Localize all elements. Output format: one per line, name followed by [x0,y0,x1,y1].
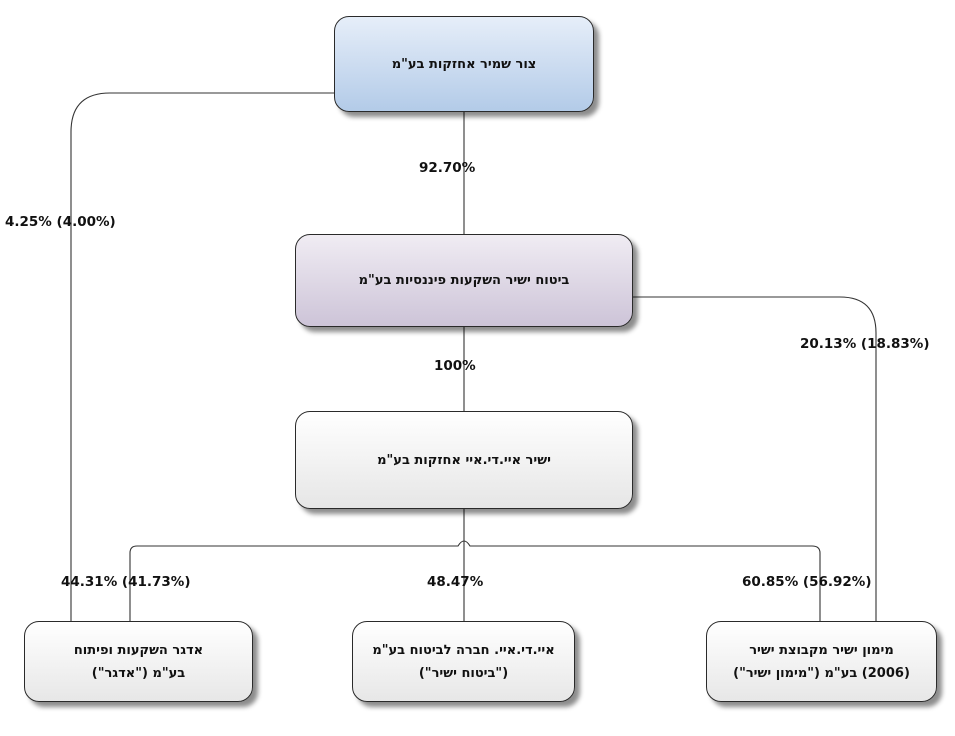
bituach-yashir-investments-label: ביטוח ישיר השקעות פיננסיות בע"מ [358,273,570,288]
tzur-shamir-box: צור שמיר אחזקות בע"מ [334,16,594,112]
yashir-idi-holdings-box: ישיר איי.די.איי אחזקות בע"מ [295,411,633,509]
idi-insurance-box: איי.די.איי. חברה לביטוח בע"מ ("ביטוח ישי… [352,621,575,702]
bituach-yashir-investments-box: ביטוח ישיר השקעות פיננסיות בע"מ [295,234,633,327]
tzur-shamir-label: צור שמיר אחזקות בע"מ [391,56,537,72]
pct-sub-adgar: 44.31% (41.73%) [61,574,191,590]
idi-insurance-label-line2: ("ביטוח ישיר") [418,665,509,681]
mimun-yashir-label-line2: (2006) בע"מ ("מימון ישיר") [733,665,910,681]
adgar-label-line2: בע"מ ("אדגר") [91,665,186,681]
link-top-adgar [70,92,334,621]
pct-top-adgar: 4.25% (4.00%) [5,214,116,230]
pct-mid-mimun: 20.13% (18.83%) [800,336,930,352]
pct-mid-sub: 100% [434,358,476,374]
pct-sub-mimun: 60.85% (56.92%) [742,574,872,590]
pct-top-mid: 92.70% [419,160,476,176]
idi-insurance-label-line1: איי.די.איי. חברה לביטוח בע"מ [372,642,555,658]
bus-line [129,540,821,621]
link-mid-mimun [633,296,877,621]
pct-sub-bituach: 48.47% [427,574,484,590]
mimun-yashir-box: מימון ישיר מקבוצת ישיר (2006) בע"מ ("מימ… [706,621,937,702]
yashir-idi-holdings-label: ישיר איי.די.איי אחזקות בע"מ [377,452,551,468]
adgar-label-line1: אדגר השקעות ופיתוח [73,642,204,658]
mimun-yashir-label-line1: מימון ישיר מקבוצת ישיר [749,642,894,658]
adgar-box: אדגר השקעות ופיתוח בע"מ ("אדגר") [24,621,253,702]
